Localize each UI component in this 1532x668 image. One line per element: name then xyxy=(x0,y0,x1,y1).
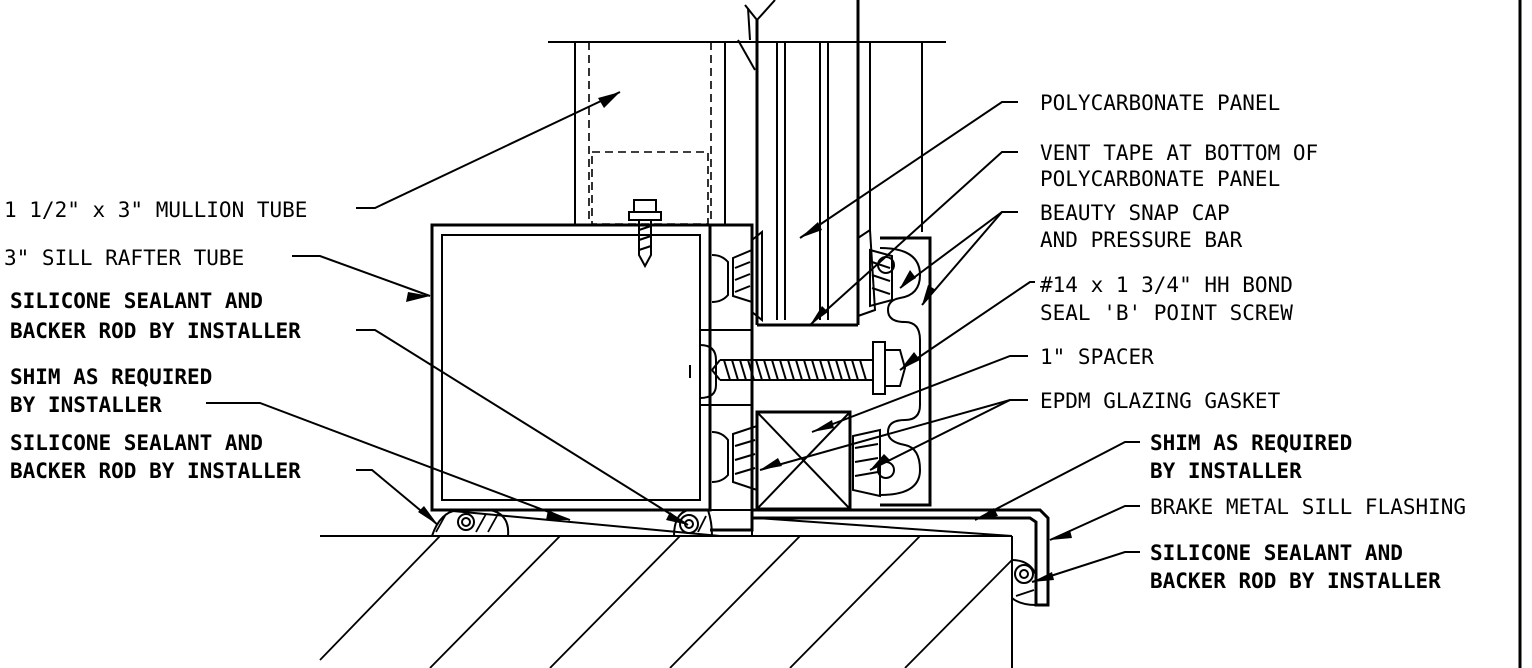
mullion-fastener xyxy=(628,199,662,269)
label-sealant-2-line2: BACKER ROD BY INSTALLER xyxy=(10,459,301,483)
label-beauty-cap-line1: BEAUTY SNAP CAP xyxy=(1040,201,1230,225)
label-vent-tape-line2: POLYCARBONATE PANEL xyxy=(1040,167,1280,191)
label-screw-line2: SEAL 'B' POINT SCREW xyxy=(1040,301,1293,325)
label-shim-2-line2: BY INSTALLER xyxy=(1150,459,1302,483)
label-mullion-tube: 1 1/2" x 3" MULLION TUBE xyxy=(4,198,307,222)
label-sealant-3-line1: SILICONE SEALANT AND xyxy=(1150,541,1403,565)
sill-flashing xyxy=(751,508,1050,607)
leader-lines xyxy=(206,91,1140,583)
spacer-block xyxy=(755,410,852,511)
sill-rafter-tube xyxy=(430,223,754,532)
label-sill-rafter-tube: 3" SILL RAFTER TUBE xyxy=(4,246,244,270)
label-sealant-3-line2: BACKER ROD BY INSTALLER xyxy=(1150,569,1441,593)
label-beauty-cap-line2: AND PRESSURE BAR xyxy=(1040,228,1243,252)
label-spacer: 1" SPACER xyxy=(1040,345,1154,369)
label-shim-2-line1: SHIM AS REQUIRED xyxy=(1150,431,1352,455)
label-vent-tape-line1: VENT TAPE AT BOTTOM OF xyxy=(1040,141,1318,165)
leader-arrowheads xyxy=(406,92,1072,582)
label-screw-line1: #14 x 1 3/4" HH BOND xyxy=(1040,273,1293,297)
label-sealant-1-line1: SILICONE SEALANT AND xyxy=(10,289,263,313)
label-sealant-1-line2: BACKER ROD BY INSTALLER xyxy=(10,319,301,343)
epdm-glazing-gaskets xyxy=(732,228,893,498)
label-polycarbonate-panel: POLYCARBONATE PANEL xyxy=(1040,91,1280,115)
bond-seal-screw xyxy=(711,341,907,395)
label-sill-flashing: BRAKE METAL SILL FLASHING xyxy=(1150,495,1466,519)
label-shim-1-line1: SHIM AS REQUIRED xyxy=(10,365,212,389)
mullion-tube xyxy=(548,7,946,226)
label-shim-1-line2: BY INSTALLER xyxy=(10,393,162,417)
label-sealant-2-line1: SILICONE SEALANT AND xyxy=(10,431,263,455)
backer-rods xyxy=(431,509,1037,607)
label-epdm-gasket: EPDM GLAZING GASKET xyxy=(1040,389,1281,413)
concrete-substrate xyxy=(319,535,1013,668)
polycarbonate-panel xyxy=(744,0,923,327)
